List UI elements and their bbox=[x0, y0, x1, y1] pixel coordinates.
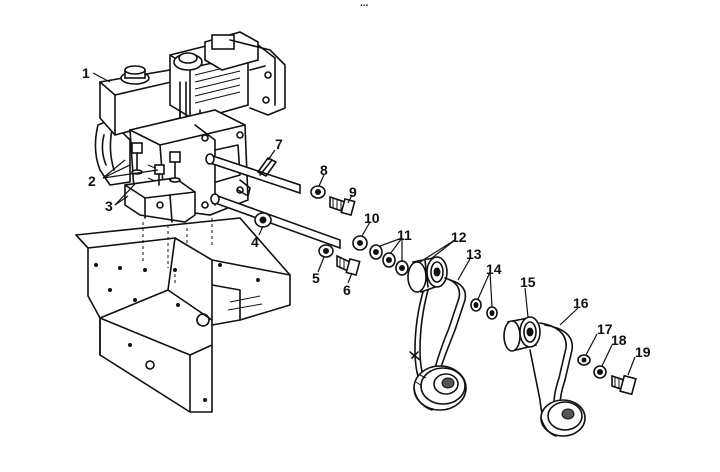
washer-part-4 bbox=[254, 212, 272, 228]
washers-part-14 bbox=[470, 298, 498, 320]
callout-1: 1 bbox=[82, 65, 90, 81]
bolt-part-9 bbox=[329, 195, 356, 217]
pulley-part-15 bbox=[503, 316, 541, 352]
engine bbox=[94, 31, 286, 216]
callout-7: 7 bbox=[275, 136, 283, 152]
callout-labels: 1 2 3 4 5 6 7 8 9 10 11 12 13 14 15 16 1… bbox=[82, 65, 651, 360]
pulley-part-12 bbox=[407, 256, 448, 294]
washer-part-17 bbox=[577, 354, 591, 366]
lower-auger-pulley bbox=[540, 399, 586, 437]
callout-8: 8 bbox=[320, 162, 328, 178]
callout-15: 15 bbox=[520, 274, 536, 290]
callout-17: 17 bbox=[597, 321, 613, 337]
header-text: ... bbox=[360, 0, 369, 9]
crankshafts bbox=[205, 153, 341, 250]
callout-5: 5 bbox=[312, 270, 320, 286]
callout-12: 12 bbox=[451, 229, 467, 245]
washer-part-8 bbox=[310, 185, 326, 199]
callout-16: 16 bbox=[573, 295, 589, 311]
callout-11: 11 bbox=[397, 227, 412, 243]
bolt-part-19 bbox=[611, 374, 637, 396]
lower-drive-pulley bbox=[409, 351, 467, 411]
callout-3: 3 bbox=[105, 198, 113, 214]
callout-14: 14 bbox=[486, 261, 502, 277]
key-part-7 bbox=[257, 157, 277, 177]
callout-2: 2 bbox=[88, 173, 96, 189]
mounting-bracket bbox=[124, 177, 196, 223]
callout-10: 10 bbox=[364, 210, 380, 226]
callout-6: 6 bbox=[343, 282, 351, 298]
leader-lines bbox=[92, 72, 636, 376]
washer-part-18 bbox=[593, 365, 607, 379]
callout-9: 9 bbox=[349, 184, 357, 200]
callout-19: 19 bbox=[635, 344, 651, 360]
washer-part-5 bbox=[318, 244, 334, 258]
frame-housing bbox=[75, 217, 291, 413]
callout-18: 18 bbox=[611, 332, 627, 348]
callout-13: 13 bbox=[466, 246, 482, 262]
spacer-washers bbox=[352, 235, 409, 276]
mounting-guide-lines bbox=[142, 218, 213, 285]
bolt-part-6 bbox=[336, 254, 361, 277]
callout-4: 4 bbox=[251, 234, 259, 250]
